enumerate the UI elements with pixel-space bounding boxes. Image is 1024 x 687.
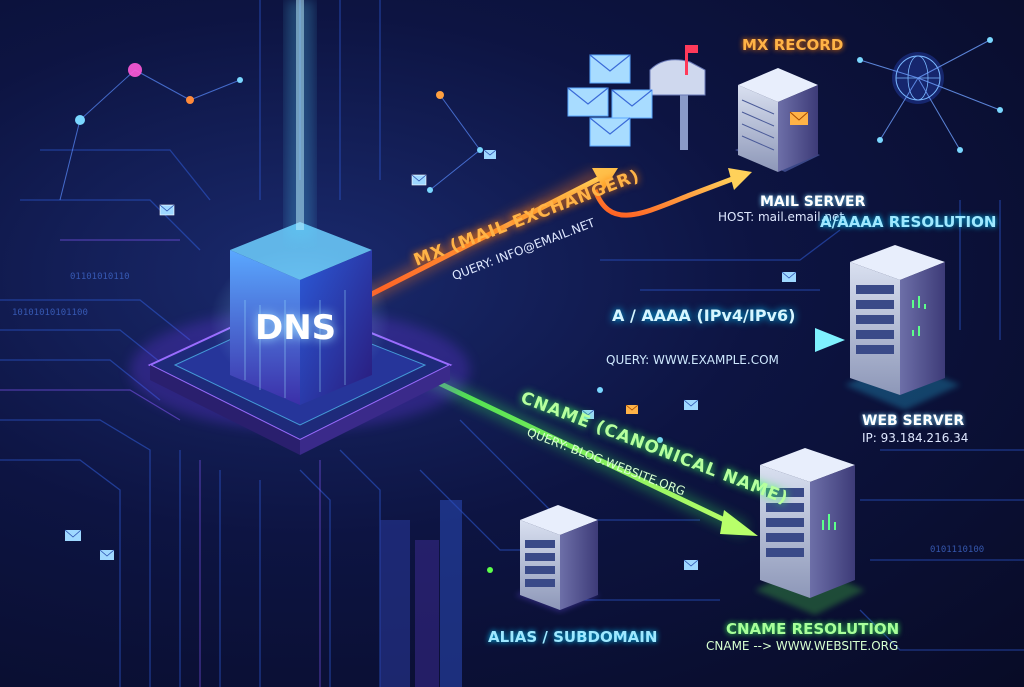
binary-text-2: 10101010101100: [12, 308, 88, 318]
a-aaaa-query: QUERY: WWW.EXAMPLE.COM: [606, 353, 779, 367]
a-aaaa-arrow-label: A / AAAA (IPv4/IPv6): [612, 306, 796, 325]
cname-resolution-detail: CNAME --> WWW.WEBSITE.ORG: [706, 639, 899, 653]
city-silhouette: [380, 500, 462, 687]
a-aaaa-resolution-title: A/AAAA RESOLUTION: [820, 213, 997, 231]
glow-dots: [75, 63, 663, 573]
mx-arrow: [356, 168, 752, 307]
mail-server-icon: [735, 68, 820, 172]
alias-server-icon: [515, 505, 600, 612]
circuit-traces-purple: [0, 239, 321, 687]
binary-text-3: 0101110100: [930, 545, 985, 555]
alias-subdomain-title: ALIAS / SUBDOMAIN: [488, 628, 658, 646]
web-server-icon: [845, 245, 960, 410]
mailbox-icon: [649, 45, 706, 150]
globe-network-icon: [857, 37, 1003, 153]
web-server-ip: IP: 93.184.216.34: [862, 431, 969, 445]
web-server-title: WEB SERVER: [862, 413, 965, 429]
mail-server-host: HOST: mail.email.net: [718, 210, 845, 224]
dns-hub: [130, 0, 470, 455]
mail-server-title: MAIL SERVER: [760, 194, 866, 210]
network-nodes: [59, 69, 481, 201]
cname-server-icon: [755, 448, 865, 615]
mx-record-title: MX RECORD: [742, 36, 844, 54]
floating-envelopes: [64, 149, 797, 570]
binary-text-1: 01101010110: [70, 272, 130, 282]
cname-resolution-title: CNAME RESOLUTION: [726, 620, 900, 638]
envelope-stack-icon: [567, 54, 653, 147]
dns-label: DNS: [255, 308, 337, 348]
